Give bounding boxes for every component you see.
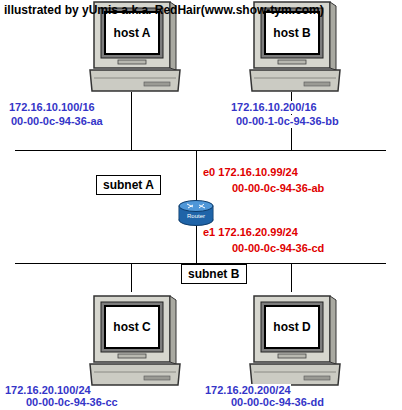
credit-note: illustrated by yUmis a.k.a. RedHair(www.…	[4, 4, 324, 17]
host-computer: host C	[88, 294, 182, 388]
host-name: host D	[273, 320, 310, 334]
computer-icon	[88, 294, 182, 388]
subnet-name-box: subnet A	[96, 175, 161, 195]
device-label: Router	[187, 213, 205, 220]
subnet-name-box: subnet B	[181, 264, 247, 284]
interface-ip: e0 172.16.10.99/24	[203, 166, 298, 179]
mac-address: 00-00-0c-94-36-ab	[232, 182, 324, 195]
host-computer: host D	[248, 294, 342, 388]
host-a-drop	[131, 92, 132, 150]
host-name: host B	[273, 26, 310, 40]
mac-address: 00-00-0c-94-36-cd	[232, 242, 324, 255]
subnet-label: subnet B	[188, 267, 239, 281]
interface-ip: e1 172.16.20.99/24	[203, 226, 298, 239]
computer-icon	[248, 294, 342, 388]
mac-address: 00-00-0c-94-36-dd	[231, 396, 324, 409]
mac-address: 00-00-0c-94-36-cc	[26, 396, 118, 409]
mac-address: 00-00-0c-94-36-aa	[11, 115, 103, 128]
router-symbol: Router	[178, 199, 214, 226]
host-name: host A	[114, 26, 151, 40]
subnet-a-bus	[15, 150, 386, 151]
router-e0-drop	[196, 150, 197, 202]
host-name: host C	[113, 320, 150, 334]
mac-address: 00-00-1-0c-94-36-bb	[236, 115, 339, 128]
ip-address: 172.16.10.100/16	[9, 101, 95, 114]
host-d-drop	[291, 263, 292, 292]
ip-address: 172.16.10.200/16	[231, 101, 317, 114]
router-icon	[178, 199, 214, 226]
subnet-label: subnet A	[103, 178, 154, 192]
router-e1-drop	[196, 224, 197, 263]
host-c-drop	[131, 263, 132, 292]
